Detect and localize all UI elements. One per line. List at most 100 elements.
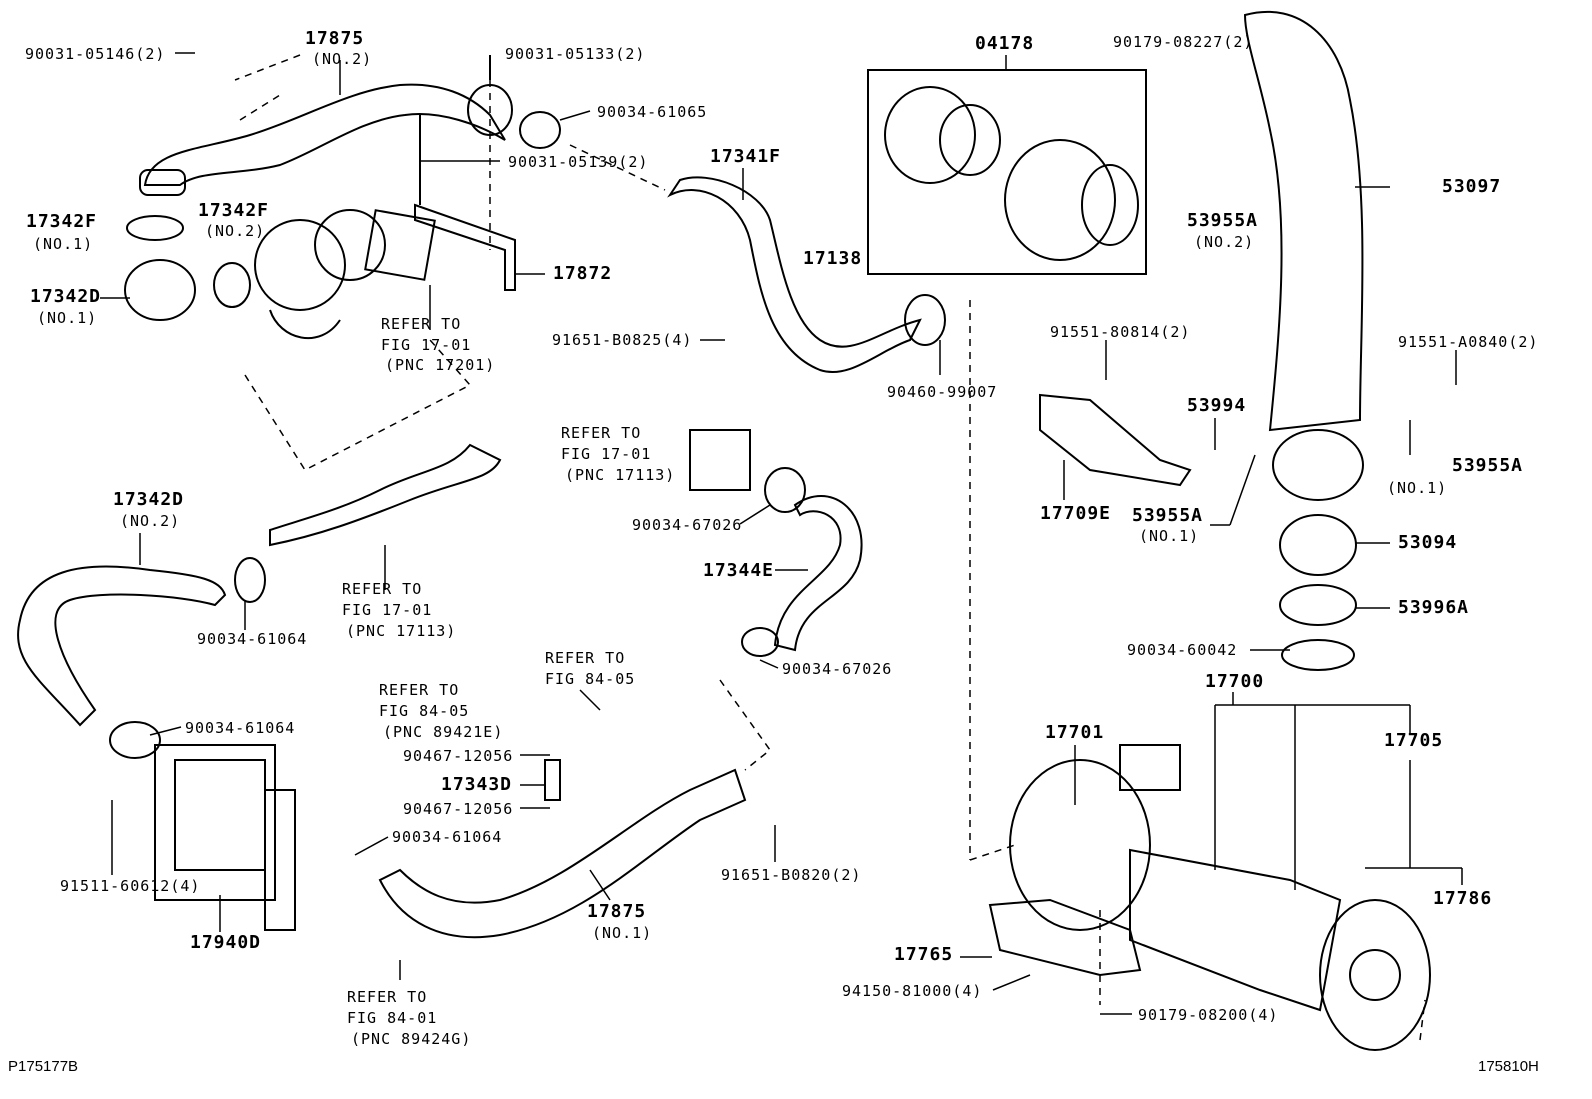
clamp-17342f-no2 <box>213 262 251 308</box>
part-number: 04178 <box>975 33 1035 54</box>
refer-note: FIG 17-01 <box>342 601 433 619</box>
hose-17344e <box>773 495 863 652</box>
part-label: 90034-60042 <box>1127 641 1238 659</box>
part-note: (NO.2) <box>312 50 373 68</box>
part-label: 90034-67026 <box>632 516 743 534</box>
part-label: 91551-80814(2) <box>1050 323 1191 341</box>
part-label: 90034-61064 <box>392 828 503 846</box>
part-number: 17342D <box>30 286 102 307</box>
refer-note: (PNC 17113) <box>565 466 676 484</box>
bracket-17709e <box>1039 393 1192 487</box>
refer-note: FIG 84-01 <box>347 1009 438 1027</box>
hose-17341f <box>667 176 922 373</box>
filter-element <box>1004 139 1116 261</box>
part-label: 91651-B0825(4) <box>552 331 693 349</box>
part-note: (NO.2) <box>120 512 181 530</box>
intercooler-17940d <box>154 744 276 901</box>
part-number: 17341F <box>710 146 782 167</box>
part-label: 90031-05146(2) <box>25 45 166 63</box>
part-number: 53996A <box>1398 597 1470 618</box>
refer-note: FIG 17-01 <box>381 336 472 354</box>
part-note: (NO.2) <box>1194 233 1255 251</box>
refer-note: REFER TO <box>347 988 428 1006</box>
turbocharger <box>254 219 346 311</box>
part-note: (NO.2) <box>205 222 266 240</box>
part-label: 91551-A0840(2) <box>1398 333 1539 351</box>
part-label: 90034-61065 <box>597 103 708 121</box>
clamp-90034-60042 <box>1281 639 1355 671</box>
part-number: 17344E <box>703 560 775 581</box>
leader-lines <box>100 52 1463 1015</box>
part-number: 53955A <box>1132 505 1204 526</box>
part-note: (NO.1) <box>1139 527 1200 545</box>
part-number: 17872 <box>553 263 613 284</box>
pipe-17875-no1 <box>378 768 747 939</box>
clamp-17342f-no1 <box>126 215 184 241</box>
part-label: 90034-61064 <box>197 630 308 648</box>
part-note: (NO.1) <box>592 924 653 942</box>
refer-note: REFER TO <box>381 315 462 333</box>
throttle-body <box>689 429 751 491</box>
refer-note: (PNC 17113) <box>346 622 457 640</box>
part-number: 53994 <box>1187 395 1247 416</box>
part-label: 90467-12056 <box>403 800 514 818</box>
part-number: 17786 <box>1433 888 1493 909</box>
hose-end <box>139 169 186 196</box>
intake-pipe-no2 <box>143 83 506 186</box>
refer-note: REFER TO <box>379 681 460 699</box>
part-label: 91511-60612(4) <box>60 877 201 895</box>
part-label: 90460-99007 <box>887 383 998 401</box>
pipe-17113 <box>269 443 502 547</box>
part-number: 17701 <box>1045 722 1105 743</box>
part-note: (NO.1) <box>33 235 94 253</box>
part-number: 17940D <box>190 932 262 953</box>
part-number: 53094 <box>1398 532 1458 553</box>
refer-note: (PNC 17201) <box>385 356 496 374</box>
part-label: 91651-B0820(2) <box>721 866 862 884</box>
refer-note: FIG 17-01 <box>561 445 652 463</box>
refer-note: REFER TO <box>342 580 423 598</box>
part-label: 90031-05133(2) <box>505 45 646 63</box>
part-label: 90031-05139(2) <box>508 153 649 171</box>
part-number: 17342F <box>198 200 270 221</box>
dashed-guide-lines <box>234 54 1426 1041</box>
diagram-id-left: P175177B <box>8 1058 79 1075</box>
refer-note: REFER TO <box>561 424 642 442</box>
part-label: 90179-08200(4) <box>1138 1006 1279 1024</box>
part-number: 17705 <box>1384 730 1444 751</box>
bracket-17765 <box>988 898 1142 977</box>
part-note: (NO.1) <box>1387 479 1448 497</box>
part-number: 17342D <box>113 489 185 510</box>
refer-note: REFER TO <box>545 649 626 667</box>
seal-53996a <box>1279 584 1357 626</box>
part-label: 90034-67026 <box>782 660 893 678</box>
part-number: 53955A <box>1452 455 1524 476</box>
element-box-04178 <box>867 69 1147 275</box>
part-label: 90467-12056 <box>403 747 514 765</box>
part-number: 17875 <box>587 901 647 922</box>
clamp-90034-61065 <box>519 111 561 149</box>
hose-17342d-no2 <box>17 565 227 727</box>
part-label: 90034-61064 <box>185 719 296 737</box>
part-number: 17700 <box>1205 671 1265 692</box>
air-cleaner-17701 <box>1009 759 1151 931</box>
part-label: 94150-81000(4) <box>842 982 983 1000</box>
refer-note: (PNC 89424G) <box>351 1030 472 1048</box>
part-number: 17342F <box>26 211 98 232</box>
cap-17705 <box>1319 899 1431 1051</box>
refer-note: (PNC 89421E) <box>383 723 504 741</box>
hose-17342d-no1 <box>124 259 196 321</box>
refer-note: FIG 84-05 <box>379 702 470 720</box>
part-number: 17875 <box>305 28 365 49</box>
refer-note: FIG 84-05 <box>545 670 636 688</box>
part-number: 53097 <box>1442 176 1502 197</box>
bracket-17872 <box>414 203 516 291</box>
part-number: 17765 <box>894 944 954 965</box>
part-label: 90179-08227(2) <box>1113 33 1254 51</box>
air-duct-53097 <box>1243 10 1364 432</box>
diagram-id-right: 175810H <box>1478 1058 1539 1075</box>
part-number: 17138 <box>803 248 863 269</box>
part-note: (NO.1) <box>37 309 98 327</box>
